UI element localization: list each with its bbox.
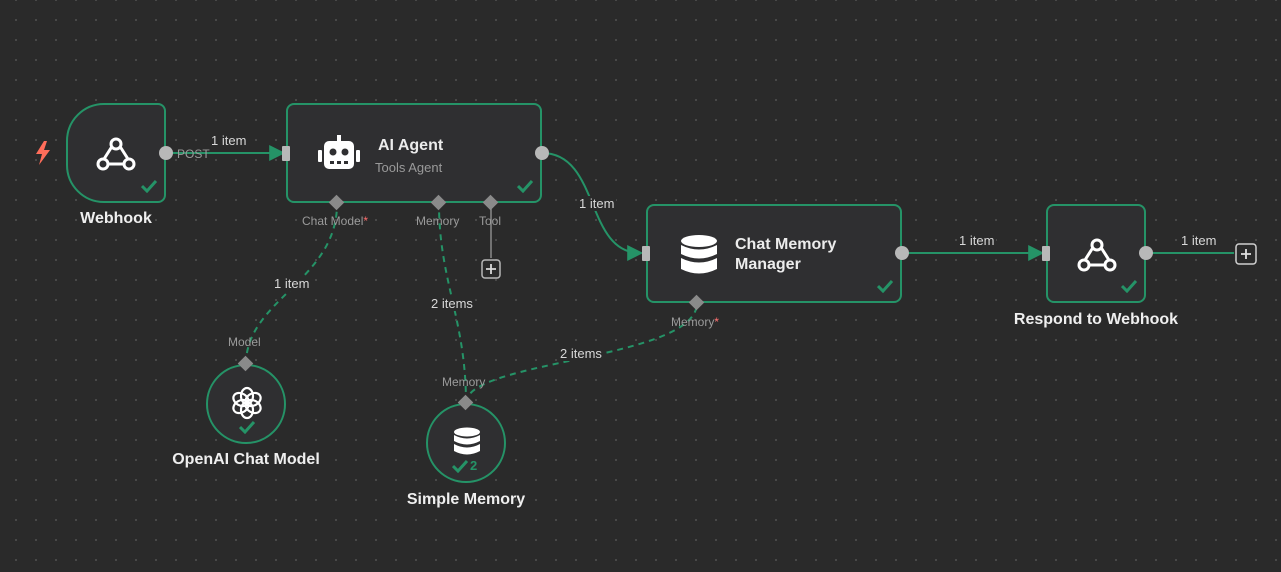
checkmark-icon [517,179,533,193]
respond-input-port[interactable] [1042,246,1050,261]
database-icon [454,427,480,455]
chat-model-port-label: Chat Model* [302,214,369,228]
webhook-post-label: POST [177,147,210,161]
tool-port-label: Tool [479,214,502,228]
simple-memory-port-label: Memory [442,375,486,389]
chat-memory-manager-output-port[interactable] [895,246,909,260]
edge-label-manager-respond: 1 item [957,233,997,248]
simple-memory-node[interactable]: 2 [426,403,506,483]
chat-memory-manager-title-line2: Manager [735,256,801,273]
manager-memory-port-label: Memory* [671,315,720,329]
respond-output-port[interactable] [1139,246,1153,260]
add-tool-plus-square-icon[interactable] [481,259,501,279]
lightning-bolt-icon [36,141,50,165]
database-icon [681,235,717,274]
checkmark-icon [452,459,468,473]
checkmark-icon [1121,279,1137,293]
webhook-node[interactable] [66,103,166,203]
checkmark-icon [877,279,893,293]
checkmark-icon [141,179,157,193]
respond-to-webhook-label: Respond to Webhook [1013,311,1179,328]
openai-icon [232,386,262,420]
edge-label-memory-manager: 2 items [558,346,604,361]
ai-agent-input-port[interactable] [282,146,290,161]
edge-label-memory-agent: 2 items [429,296,475,311]
edge-label-webhook-agent: 1 item [209,133,249,148]
chat-memory-manager-input-port[interactable] [642,246,650,261]
webhook-node-label: Webhook [80,210,152,227]
openai-chat-model-label: OpenAI Chat Model [172,451,320,468]
ai-agent-title: AI Agent [378,137,444,154]
webhook-output-port[interactable] [159,146,173,160]
webhook-icon [1077,238,1117,272]
model-port-label: Model [228,335,261,349]
checkmark-icon [239,420,255,434]
simple-memory-run-count: 2 [470,458,478,473]
edge-label-respond-out: 1 item [1179,233,1219,248]
ai-agent-output-port[interactable] [535,146,549,160]
simple-memory-label: Simple Memory [406,491,526,508]
memory-port-label: Memory [416,214,460,228]
chat-memory-manager-title-line1: Chat Memory [735,236,837,253]
edge-label-model-agent: 1 item [272,276,312,291]
openai-chat-model-node[interactable] [206,364,286,444]
ai-agent-node[interactable]: AI Agent Tools Agent [286,103,542,203]
add-node-plus-square-icon[interactable] [1235,243,1257,265]
ai-agent-subtitle: Tools Agent [375,160,443,175]
edge-label-agent-manager: 1 item [577,196,617,211]
respond-to-webhook-node[interactable] [1046,204,1146,303]
chat-memory-manager-node[interactable]: Chat Memory Manager [646,204,902,303]
robot-icon [318,135,360,169]
webhook-icon [96,137,136,171]
